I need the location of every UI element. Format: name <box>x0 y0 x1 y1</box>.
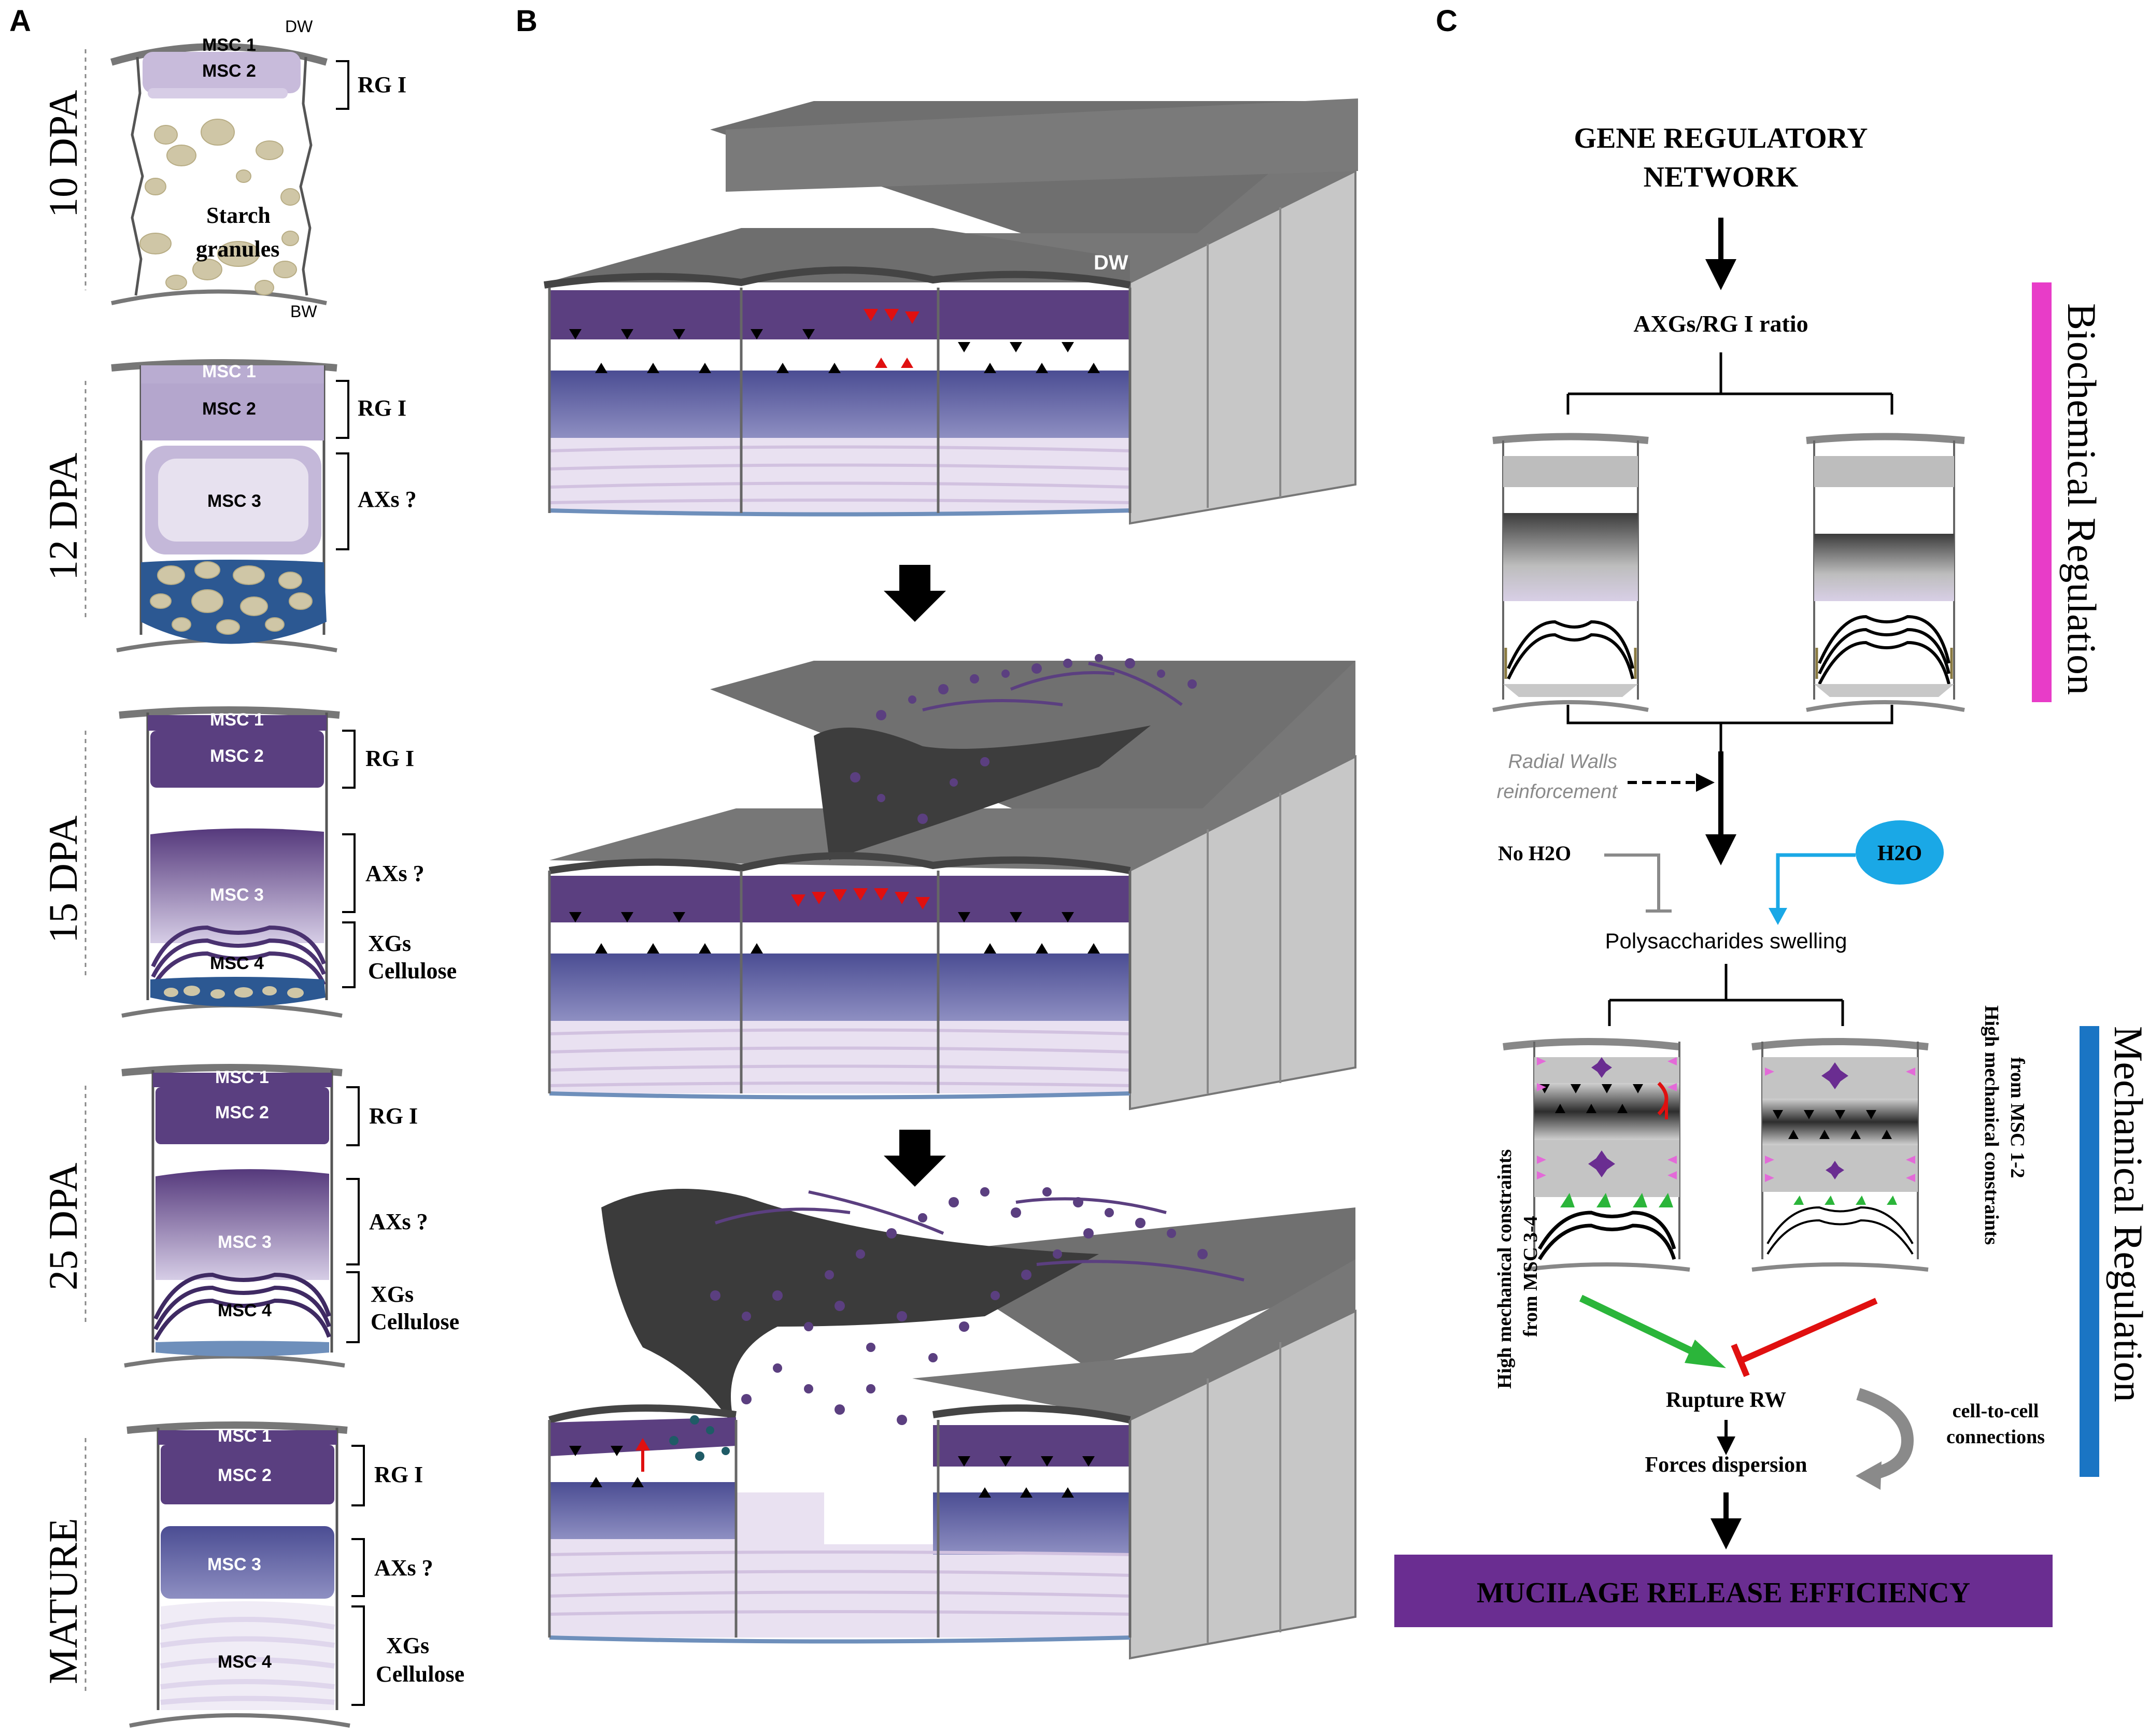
down-arrow-b1 <box>884 565 946 622</box>
msc3-label-12dpa: MSC 3 <box>207 491 261 511</box>
cellulose-label-mature: Cellulose <box>376 1661 464 1687</box>
xgs-label-15dpa: XGs <box>368 931 411 956</box>
mucilage-particles-b2 <box>850 654 1197 824</box>
cell-10dpa: MSC 1 MSC 2 DW BW Starch granules RG I <box>110 17 406 321</box>
dw-label-block: DW <box>1094 251 1128 274</box>
msc1-label-12dpa: MSC 1 <box>202 362 256 381</box>
green-arrow <box>1579 1294 1707 1361</box>
mucilage-particles-b3 <box>710 1187 1208 1425</box>
left-constraint-line-2: from MSC 3-4 <box>1520 1216 1542 1337</box>
msc1-label-mature: MSC 1 <box>218 1426 272 1446</box>
c2c-line-1: cell-to-cell <box>1953 1400 2039 1422</box>
final-outcome-label: MUCILAGE RELEASE EFFICIENCY <box>1477 1577 1970 1609</box>
split-lines-2 <box>1608 964 1844 1026</box>
bw-label: BW <box>290 302 317 321</box>
msc2-label-10dpa: MSC 2 <box>202 61 256 81</box>
grn-line-1: GENE REGULATORY <box>1574 122 1868 154</box>
stage-label-12dpa: 12 DPA <box>40 453 86 580</box>
stage-label-mature: MATURE <box>40 1518 86 1684</box>
split-lines-1 <box>1566 352 1893 415</box>
axs-label-mature: AXs ? <box>374 1555 433 1581</box>
msc1-label-25dpa: MSC 1 <box>215 1068 269 1087</box>
axs-label-15dpa: AXs ? <box>365 861 425 886</box>
msc2-label-25dpa: MSC 2 <box>215 1103 269 1122</box>
ratio-label: AXGs/RG I ratio <box>1633 310 1808 337</box>
h2o-label: H2O <box>1877 842 1922 865</box>
panel-c-letter: C <box>1436 4 1458 38</box>
msc2-label-mature: MSC 2 <box>218 1465 272 1485</box>
cell-12dpa: MSC 1 MSC 2 MSC 3 RG I AXs ? <box>111 359 417 652</box>
starch-label-2: granules <box>196 236 279 262</box>
right-constraint-line-2: from MSC 1-2 <box>2006 1057 2028 1178</box>
cell-c-right <box>1806 433 1965 712</box>
msc4-label-mature: MSC 4 <box>218 1652 272 1672</box>
red-inhibit-line <box>1740 1298 1878 1363</box>
rg1-label-12dpa: RG I <box>358 395 406 421</box>
mechanical-bar <box>2080 1026 2099 1477</box>
rg1-label-15dpa: RG I <box>365 746 414 771</box>
stage-label-10dpa: 10 DPA <box>40 90 86 218</box>
mech-cell-left <box>1503 1038 1690 1272</box>
c2c-line-2: connections <box>1946 1426 2045 1448</box>
msc2-label-12dpa: MSC 2 <box>202 399 256 419</box>
left-constraint-line-1: High mechanical constraints <box>1494 1149 1516 1389</box>
forces-label: Forces dispersion <box>1645 1453 1807 1477</box>
no-h2o-label: No H2O <box>1498 842 1571 865</box>
msc3-label-25dpa: MSC 3 <box>218 1232 272 1252</box>
msc1-label-10dpa: MSC 1 <box>202 35 256 55</box>
mech-cell-right <box>1751 1038 1929 1272</box>
cellulose-label-15dpa: Cellulose <box>368 958 457 984</box>
stage-label-15dpa: 15 DPA <box>40 816 86 943</box>
cell-25dpa: MSC 1 MSC 2 MSC 3 MSC 4 RG I AXs ? XGs C… <box>121 1064 459 1368</box>
cell-block-2 <box>548 654 1356 1111</box>
xgs-label-25dpa: XGs <box>371 1282 414 1307</box>
arrows-block-1 <box>569 329 1100 373</box>
down-arrow-b2 <box>884 1130 946 1187</box>
radial-walls-line-1: Radial Walls <box>1508 751 1617 773</box>
msc4-label-25dpa: MSC 4 <box>218 1301 272 1320</box>
panel-a-letter: A <box>9 4 31 38</box>
right-constraint-line-1: High mechanical constraints <box>1981 1005 2002 1245</box>
rupture-label: Rupture RW <box>1666 1388 1786 1412</box>
cell-mature: MSC 1 MSC 2 MSC 3 MSC 4 RG I AXs ? XGs C… <box>126 1421 464 1728</box>
starch-label-1: Starch <box>206 203 271 228</box>
msc3-label-mature: MSC 3 <box>207 1555 261 1574</box>
radial-walls-line-2: reinforcement <box>1497 781 1618 803</box>
rg1-label-10dpa: RG I <box>358 72 406 97</box>
h2o-bubble <box>1856 820 1944 885</box>
panel-b-letter: B <box>516 4 538 38</box>
rg1-label-mature: RG I <box>374 1462 423 1487</box>
msc3-label-15dpa: MSC 3 <box>210 885 264 905</box>
starch-granules <box>139 119 300 295</box>
biochemical-label: Biochemical Regulation <box>2059 303 2104 695</box>
cell-c-left <box>1492 433 1649 712</box>
axs-label-25dpa: AXs ? <box>369 1209 428 1234</box>
cell-block-3 <box>548 1187 1356 1660</box>
msc4-label-15dpa: MSC 4 <box>210 954 264 973</box>
msc2-label-15dpa: MSC 2 <box>210 746 264 766</box>
rg1-label-25dpa: RG I <box>369 1103 418 1129</box>
xgs-label-mature: XGs <box>386 1633 429 1658</box>
cell-to-cell-arrow <box>1856 1388 1914 1481</box>
cell-15dpa: MSC 1 MSC 2 MSC 3 MSC 4 RG I AXs ? XGs C… <box>119 706 457 1018</box>
stage-label-25dpa: 25 DPA <box>40 1163 86 1290</box>
biochemical-bar <box>2032 282 2052 702</box>
mechanical-label: Mechanical Regulation <box>2106 1026 2149 1402</box>
final-outcome-box <box>1394 1555 2053 1627</box>
msc1-label-15dpa: MSC 1 <box>210 710 264 730</box>
cell-block-1: DW <box>543 98 1358 525</box>
grn-line-2: NETWORK <box>1644 161 1799 193</box>
cellulose-label-25dpa: Cellulose <box>371 1309 459 1334</box>
dw-label: DW <box>285 17 313 36</box>
axs-label-12dpa: AXs ? <box>358 487 417 512</box>
swelling-label: Polysaccharides swelling <box>1605 929 1847 953</box>
